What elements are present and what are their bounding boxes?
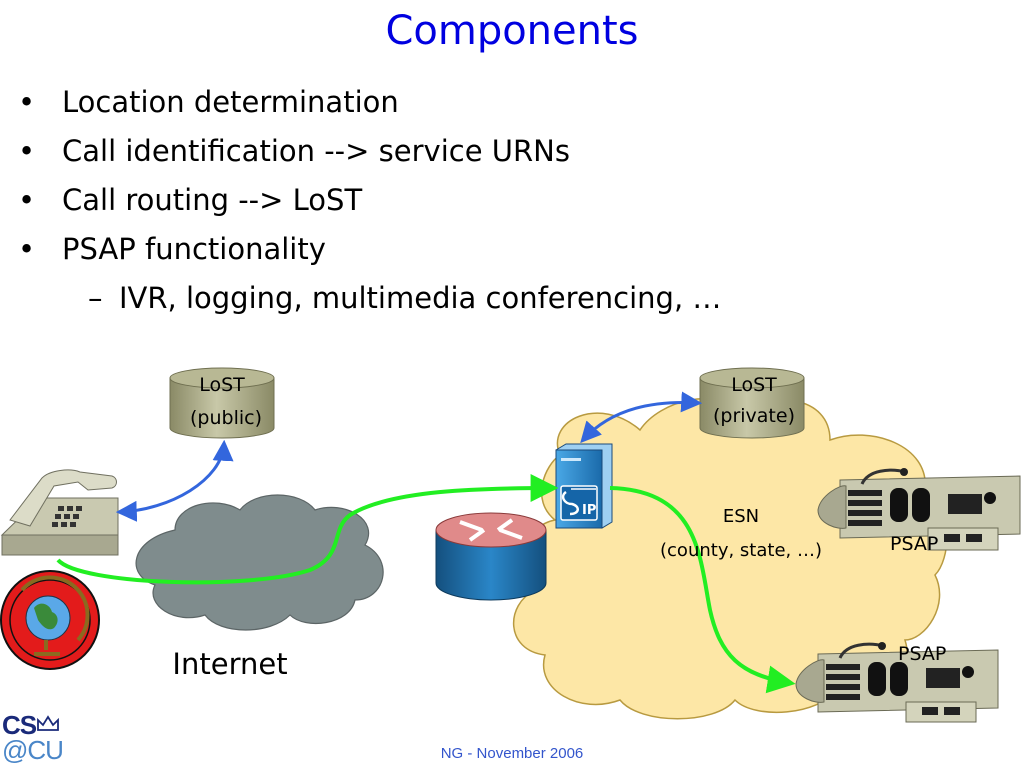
lost-public-label-line1: LoST xyxy=(199,374,245,396)
bullet-marker: • xyxy=(18,134,36,168)
bullet-marker: • xyxy=(18,232,36,266)
bullet-marker: • xyxy=(18,85,36,119)
bullet-text: Location determination xyxy=(62,85,399,119)
sip-server-icon: IP xyxy=(555,443,613,529)
psap-top-label: PSAP xyxy=(890,533,938,555)
lost-public-label-line2: (public) xyxy=(190,407,262,429)
psap-bottom-label: PSAP xyxy=(898,643,946,665)
slide-footer: NG - November 2006 xyxy=(440,745,584,762)
esn-label-line1: ESN xyxy=(723,506,759,527)
router-icon xyxy=(435,512,547,601)
psap-console-top-icon xyxy=(817,468,1021,551)
bullet-text: PSAP functionality xyxy=(62,232,326,266)
lost-private-label-line1: LoST xyxy=(731,374,777,396)
internet-cloud xyxy=(135,494,384,631)
cs-columbia-logo: CS @CU xyxy=(2,710,64,766)
sub-bullet-text: IVR, logging, multimedia conferencing, … xyxy=(119,281,722,315)
phone-to-lost-public-link xyxy=(115,439,234,522)
lost-private-label-line2: (private) xyxy=(713,405,795,427)
telephone-icon xyxy=(0,469,119,556)
logo-line1: CS xyxy=(2,710,37,740)
globe-location-icon xyxy=(0,570,100,670)
sip-server-label: IP xyxy=(582,503,596,518)
sip-to-lost-private-link xyxy=(580,391,703,444)
sub-bullet-marker: – xyxy=(88,281,103,315)
bullet-text: Call routing --> LoST xyxy=(62,183,363,217)
lost-public-database-icon xyxy=(169,367,275,439)
bullet-text: Call identification --> service URNs xyxy=(62,134,570,168)
logo-line2: @CU xyxy=(2,735,64,765)
sip-to-psap-link xyxy=(609,486,796,694)
slide-title: Components xyxy=(385,8,639,54)
internet-label: Internet xyxy=(172,647,287,681)
crown-icon xyxy=(37,715,59,731)
esn-label-line2: (county, state, …) xyxy=(660,540,822,561)
lost-private-database-icon xyxy=(699,367,805,439)
bullet-marker: • xyxy=(18,183,36,217)
psap-console-bottom-icon xyxy=(795,642,999,723)
phone-to-sip-link xyxy=(56,474,559,585)
